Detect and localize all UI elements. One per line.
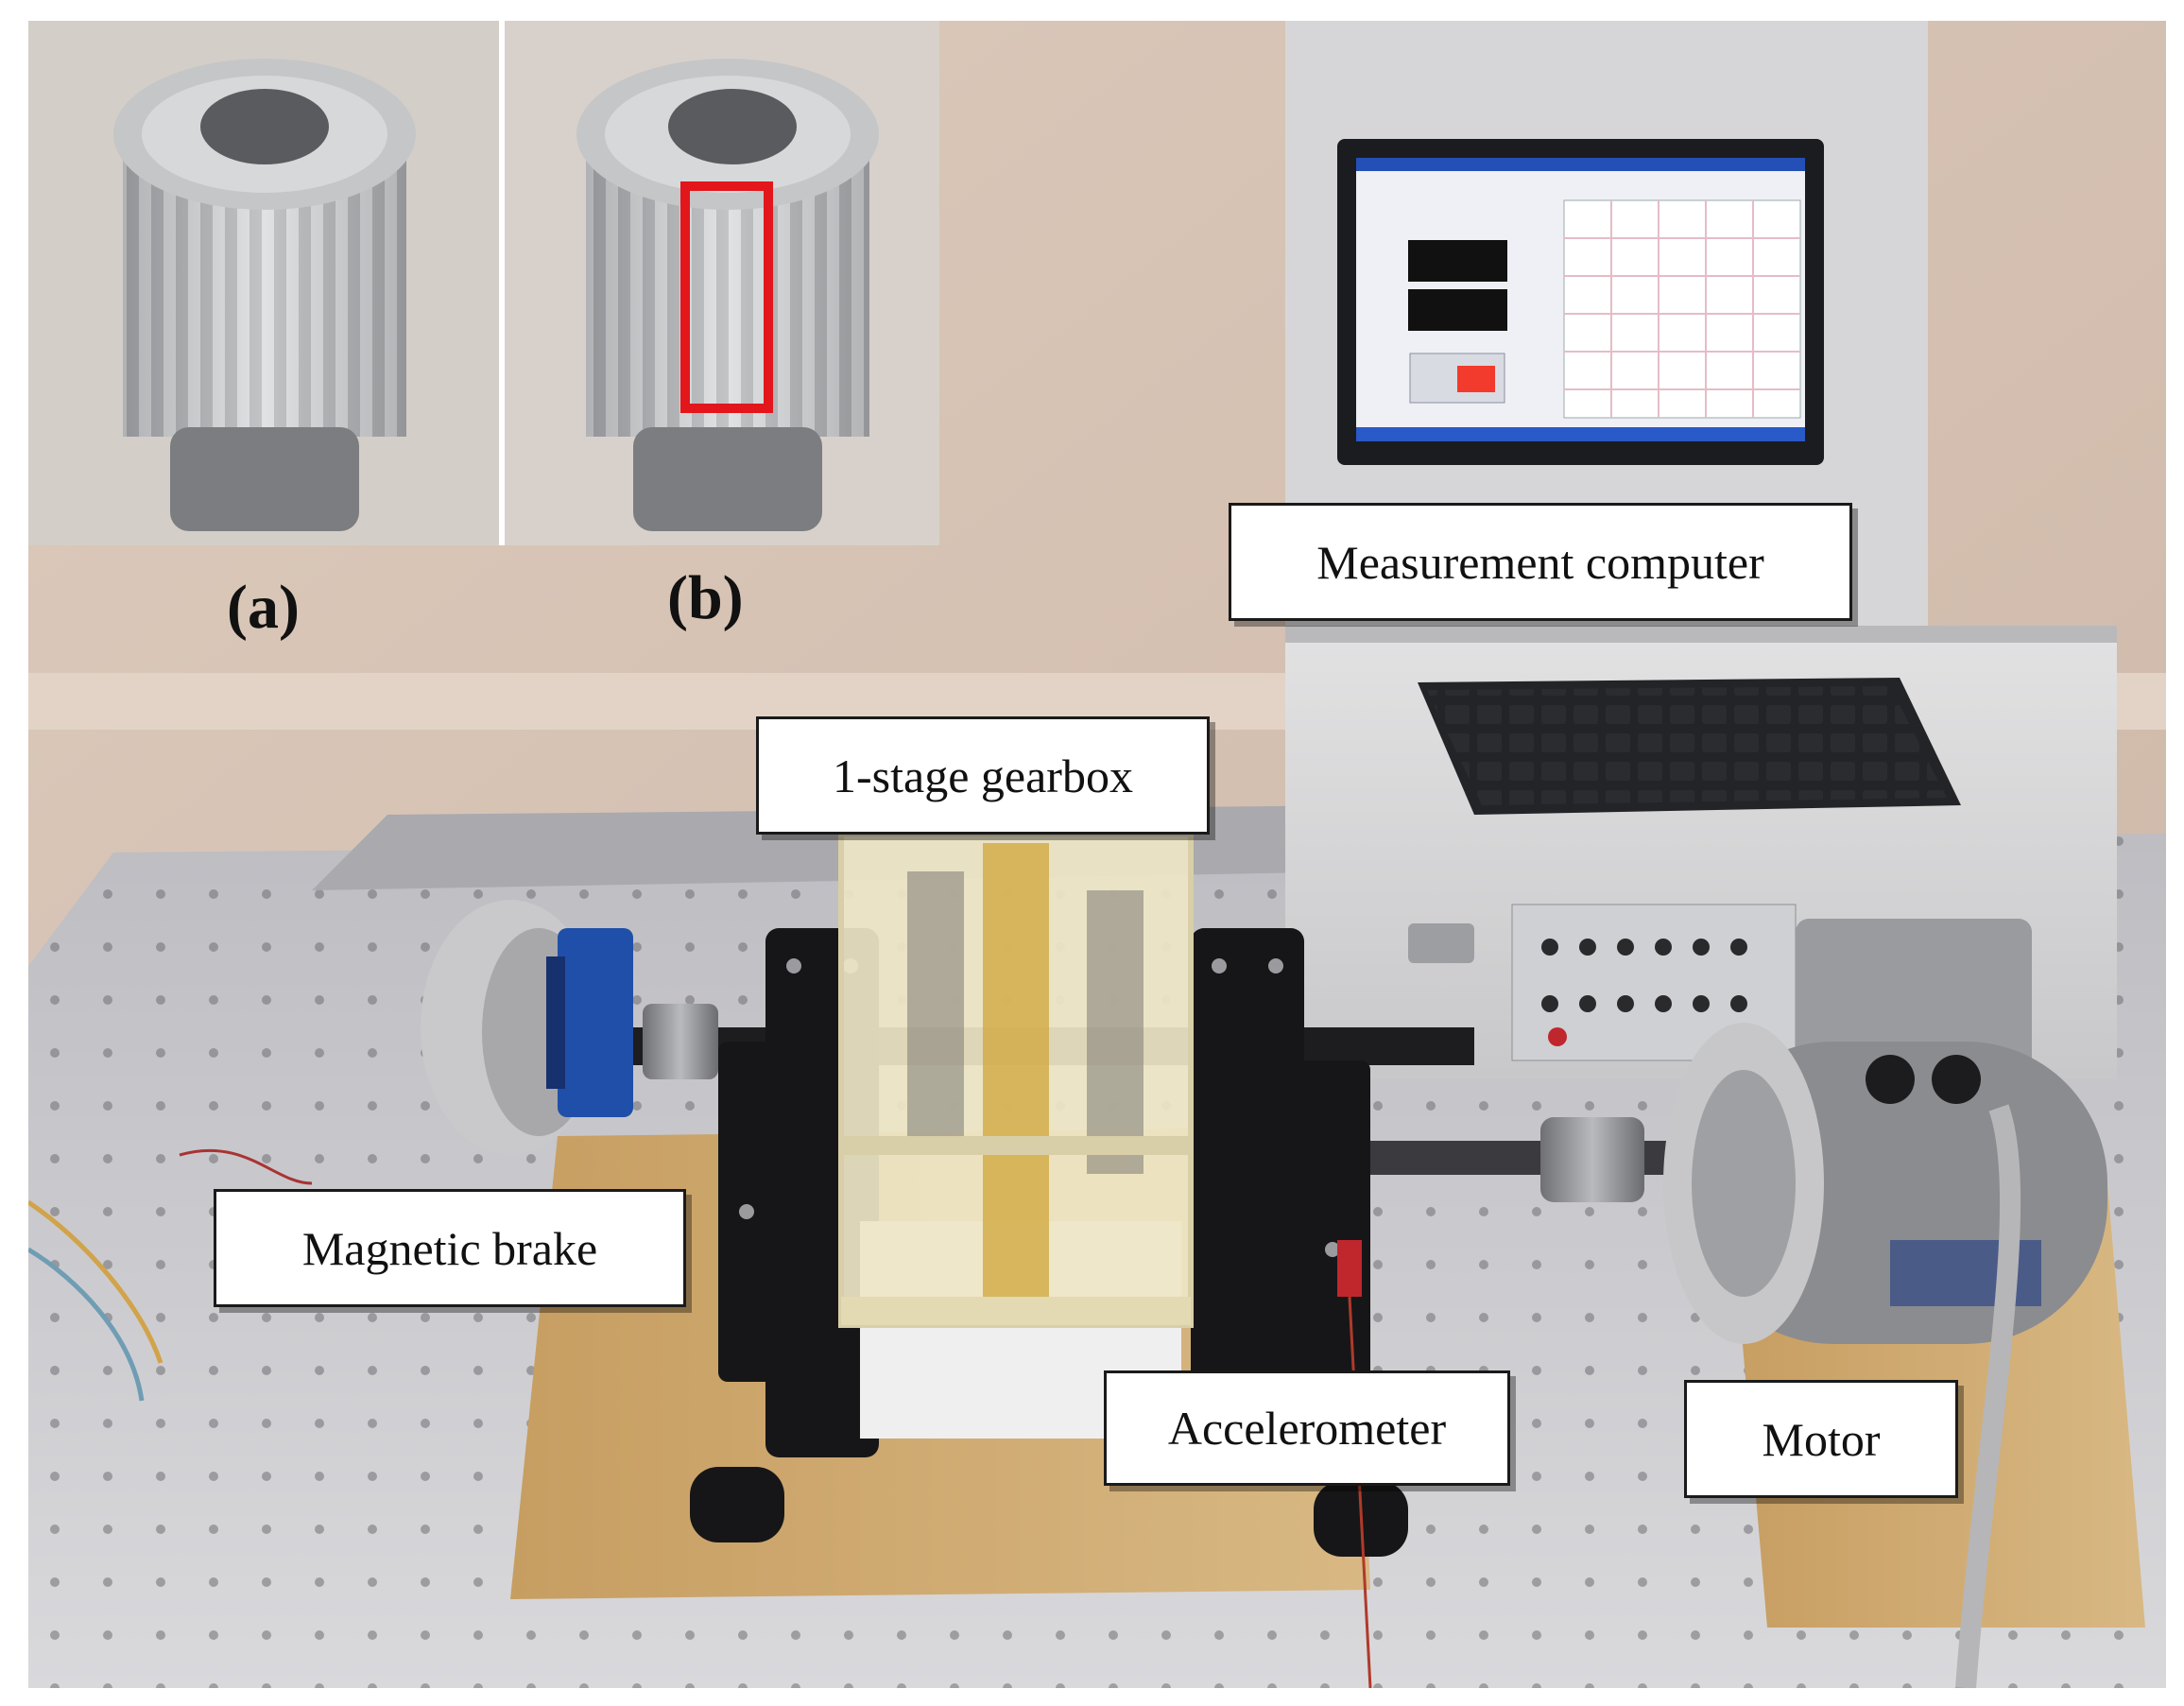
callout-motor: Motor bbox=[1684, 1380, 1958, 1498]
panel-label-b: (b) bbox=[667, 563, 744, 632]
callout-gearbox: 1-stage gearbox bbox=[756, 716, 1210, 835]
callout-accelerometer: Accelerometer bbox=[1104, 1370, 1510, 1486]
defect-highlight-box bbox=[680, 181, 773, 413]
panel-label-a: (a) bbox=[227, 573, 300, 642]
callout-magnetic-brake: Magnetic brake bbox=[214, 1189, 686, 1307]
callout-measurement-computer: Measurement computer bbox=[1229, 503, 1852, 621]
